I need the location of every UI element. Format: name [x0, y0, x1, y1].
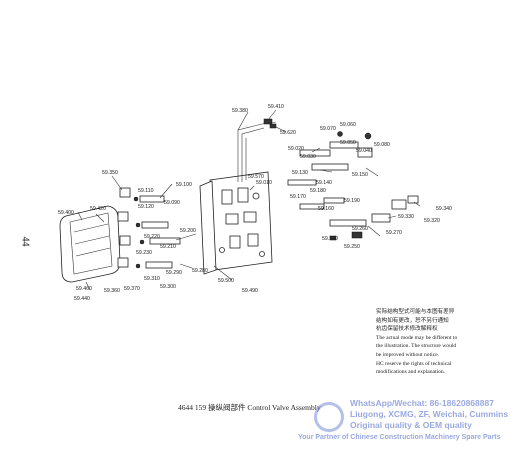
part-label: 59.250 [344, 244, 360, 250]
part-label: 59.210 [160, 244, 176, 250]
part-label: 59.230 [136, 250, 152, 256]
part-label: 59.380 [232, 108, 248, 114]
watermark-logo-icon [314, 402, 344, 432]
part-label: 59.170 [290, 194, 306, 200]
part-label: 59.150 [352, 172, 368, 178]
part-label: 59.280 [192, 268, 208, 274]
part-label: 59.040 [356, 148, 372, 154]
cover-plate [59, 205, 121, 283]
part-label: 59.160 [318, 206, 334, 212]
watermark: WhatsApp/Wechat: 86-18620868887 Liugong,… [296, 394, 522, 458]
part-label: 59.060 [340, 122, 356, 128]
solenoid-row [117, 187, 181, 269]
wire-harness [237, 118, 277, 182]
part-label: 59.120 [138, 204, 154, 210]
part-label: 59.330 [398, 214, 414, 220]
part-label: 59.020 [288, 146, 304, 152]
part-label: 59.490 [242, 288, 258, 294]
spool-group-upper [287, 131, 373, 186]
part-label: 59.340 [436, 206, 452, 212]
part-label: 59.100 [176, 182, 192, 188]
part-label: 59.260 [352, 226, 368, 232]
valve-body [199, 171, 273, 275]
part-label: 59.460 [76, 286, 92, 292]
part-label: 59.140 [316, 180, 332, 186]
part-label: 59.420 [90, 206, 106, 212]
watermark-line: WhatsApp/Wechat: 86-18620868887 [350, 398, 494, 408]
watermark-line: Your Partner of Chinese Construction Mac… [298, 434, 501, 441]
part-label: 59.070 [320, 126, 336, 132]
part-label: 59.180 [310, 188, 326, 194]
part-label: 59.440 [74, 296, 90, 302]
part-label: 59.240 [322, 236, 338, 242]
part-label: 59.290 [166, 270, 182, 276]
part-label: 59.370 [124, 286, 140, 292]
note-zh-line: 杭齿保留技术修改解释权 [376, 326, 438, 333]
part-label: 59.360 [104, 288, 120, 294]
part-label: 59.620 [280, 130, 296, 136]
part-label: 59.220 [144, 234, 160, 240]
watermark-line: Liugong, XCMG, ZF, Weichai, Cummins [350, 409, 509, 419]
page-number: 44 [19, 236, 31, 247]
part-label: 59.130 [292, 170, 308, 176]
part-label: 59.050 [340, 140, 356, 146]
part-label: 59.270 [386, 230, 402, 236]
note-en-line: HC reserve the rights of technical [376, 360, 452, 367]
part-label: 59.400 [58, 210, 74, 216]
part-label: 59.300 [160, 284, 176, 290]
part-label: 59.030 [300, 154, 316, 160]
note-en-line: the illustration. The structure would [376, 343, 457, 350]
part-label: 59.010 [256, 180, 272, 186]
note-zh-line: 结构如有更改，恕不另行通知 [376, 317, 449, 324]
part-label: 59.110 [138, 188, 154, 194]
watermark-line: Original quality & OEM quality [350, 420, 472, 430]
part-label: 59.350 [102, 170, 118, 176]
note-zh-line: 实际结构型式可能与本图有差异 [376, 309, 455, 315]
note-en-line: The actual mode may be different to [376, 334, 458, 341]
disclaimer-notes: 实际结构型式可能与本图有差异 结构如有更改，恕不另行通知 杭齿保留技术修改解释权… [376, 308, 494, 377]
part-labels: 59.380 59.410 59.620 59.070 59.060 59.02… [58, 104, 452, 302]
note-en-line: be improved without notice. [376, 351, 440, 358]
figure-caption: 4644 159 操纵阀部件 Control Valve Assembly [178, 403, 321, 412]
part-label: 59.320 [424, 218, 440, 224]
part-label: 59.190 [344, 198, 360, 204]
part-label: 59.500 [218, 278, 234, 284]
note-en-line: modifications and explanation. [376, 369, 446, 376]
part-label: 59.410 [268, 104, 284, 110]
leader-lines [77, 109, 421, 291]
part-label: 59.200 [180, 228, 196, 234]
part-label: 59.570 [248, 174, 264, 180]
spool-group-lower [299, 195, 419, 241]
part-label: 59.090 [164, 200, 180, 206]
part-label: 59.080 [374, 142, 390, 148]
part-label: 59.310 [144, 276, 160, 282]
